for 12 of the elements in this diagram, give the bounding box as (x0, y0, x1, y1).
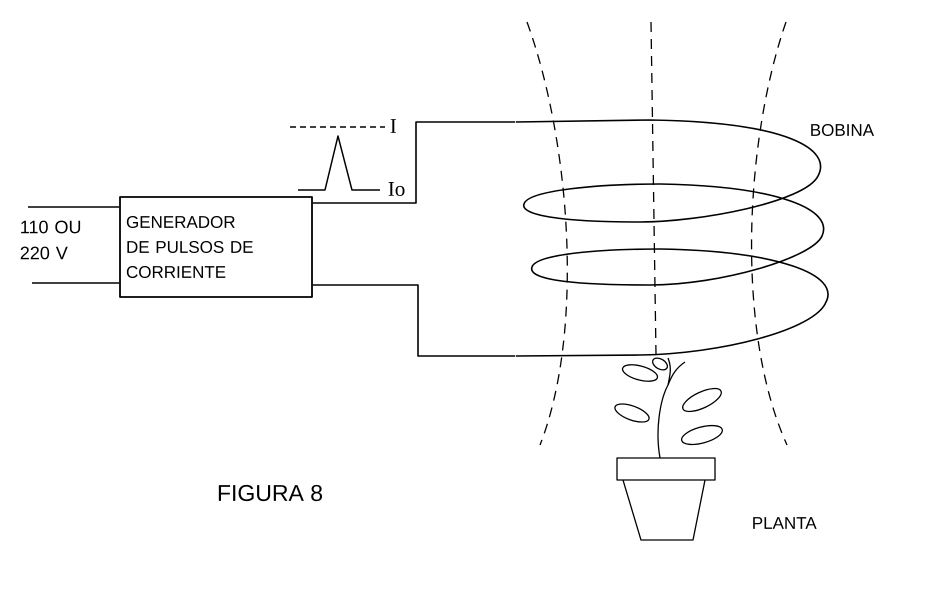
figure-caption: FIGURA 8 (218, 484, 322, 502)
generator-box: GENERADOR DE PULSOS DE CORRIENTE (119, 196, 313, 298)
part-label: BOBINA (811, 124, 874, 136)
supply-label: 110 OU 220 V (20, 220, 80, 260)
wire (28, 206, 120, 208)
level-label: Io (388, 182, 404, 196)
wire (32, 282, 120, 284)
wire (312, 121, 516, 204)
part-label: PLANTA (753, 517, 817, 529)
wire (312, 284, 516, 357)
level-label: I (390, 119, 396, 133)
plant-drawing (614, 357, 724, 541)
